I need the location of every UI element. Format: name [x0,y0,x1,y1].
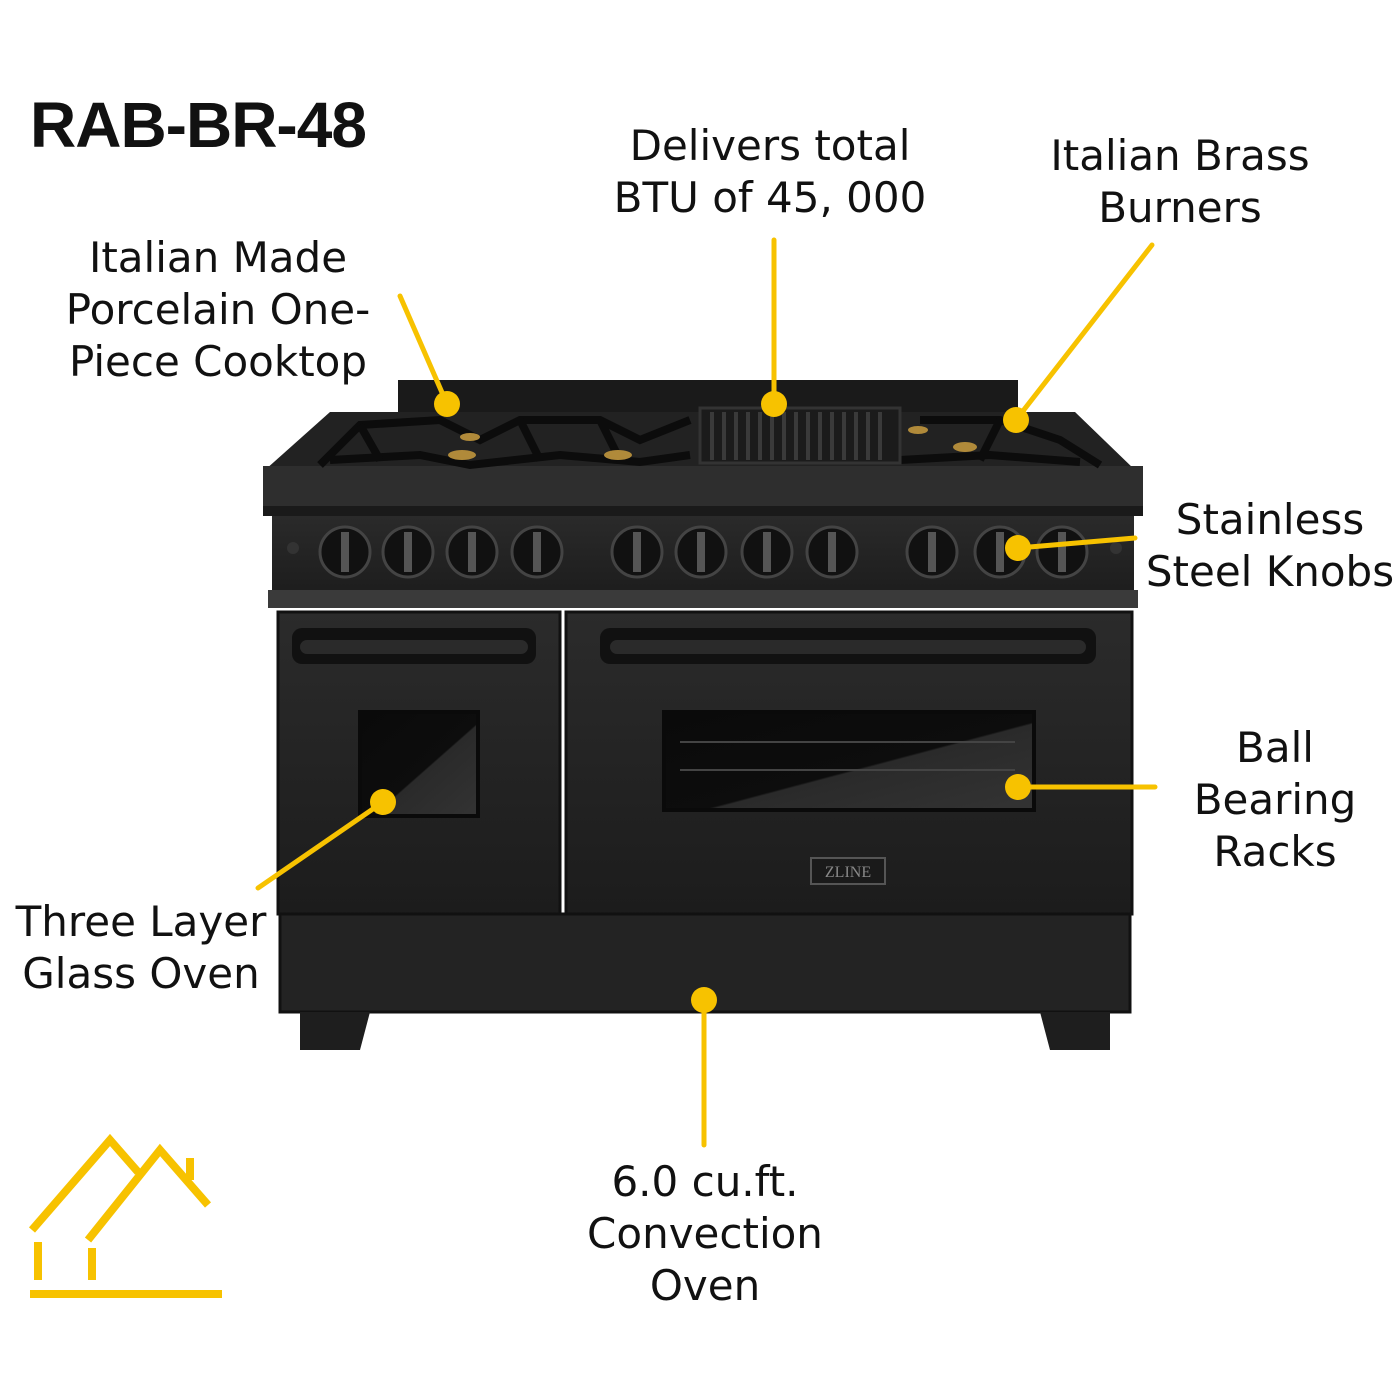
feature-racks-label: Ball Bearing Racks [1193,723,1357,876]
feature-convection-label: 6.0 cu.ft. Convection Oven [587,1157,823,1310]
house-roof-icon [28,1133,222,1298]
feature-cooktop-label: Italian Made Porcelain One- Piece Cookto… [65,233,371,386]
feature-glass-label: Three Layer Glass Oven [15,897,267,998]
feature-burners-label: Italian Brass Burners [1050,131,1310,232]
brand-badge: ZLINE [825,864,871,881]
model-title: RAB-BR-48 [30,89,367,161]
feature-knobs-label: Stainless Steel Knobs [1145,495,1395,596]
feature-btu-label: Delivers total BTU of 45, 000 [613,121,927,222]
